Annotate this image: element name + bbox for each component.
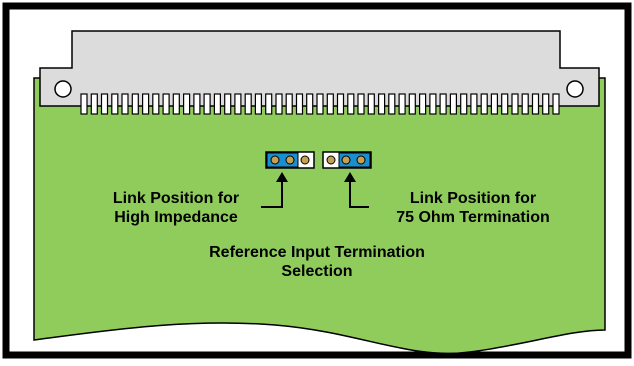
pcb-board (33, 77, 606, 355)
label-high-impedance-line2: High Impedance (114, 209, 238, 226)
connector-pins (80, 93, 560, 115)
connector-pin (501, 93, 509, 115)
connector-pin (388, 93, 396, 115)
connector-pin (460, 93, 468, 115)
mounting-hole-right (566, 80, 584, 98)
connector-pin (162, 93, 170, 115)
connector-pin (367, 93, 375, 115)
connector-pin (111, 93, 119, 115)
label-75-ohm-line2: 75 Ohm Termination (396, 209, 550, 226)
connector-pin (121, 93, 129, 115)
caption-line1: Reference Input Termination (209, 244, 425, 261)
connector-pin (542, 93, 550, 115)
connector-pin (336, 93, 345, 115)
connector-pin (142, 93, 150, 115)
connector-pin (254, 93, 262, 115)
connector-pin (100, 93, 109, 115)
diagram-caption: Reference Input Termination Selection (150, 243, 484, 281)
connector-pin (234, 93, 242, 115)
connector-pin (265, 93, 273, 115)
caption-line2: Selection (281, 263, 353, 280)
connector-pin (449, 93, 457, 115)
connector-pin (398, 93, 406, 115)
connector-pin (80, 93, 88, 115)
connector-pin (203, 93, 211, 115)
connector-pin (480, 93, 488, 115)
connector-pin (244, 93, 252, 115)
connector-pin (521, 93, 529, 115)
connector-pin (213, 93, 221, 115)
label-75-ohm-termination: Link Position for 75 Ohm Termination (365, 189, 581, 227)
connector-pin (193, 93, 201, 115)
connector-pin (357, 93, 365, 115)
connector-pin (285, 93, 293, 115)
connector-pin (490, 93, 498, 115)
connector-pin (552, 93, 560, 115)
pointer-arrow-left-icon (261, 172, 288, 208)
connector-pin (172, 93, 180, 115)
connector-pin (152, 93, 160, 115)
connector-pin (408, 93, 416, 115)
connector-pin (90, 93, 98, 115)
jumper-high-impedance (265, 151, 315, 169)
connector-pin (295, 93, 304, 115)
label-high-impedance: Link Position for High Impedance (70, 189, 282, 227)
connector-pin (183, 93, 191, 115)
connector-pin (347, 93, 355, 115)
label-75-ohm-line1: Link Position for (409, 190, 537, 207)
connector-pin (224, 93, 232, 115)
connector-pin (316, 93, 324, 115)
connector-pin (275, 93, 283, 115)
pointer-arrow-right-icon (344, 172, 369, 208)
edge-connector (39, 30, 600, 107)
connector-pin (419, 93, 427, 115)
connector-pin (511, 93, 519, 115)
connector-pin (131, 93, 139, 115)
mounting-hole-left (54, 80, 72, 98)
connector-pin (531, 93, 540, 115)
connector-pin (439, 93, 447, 115)
label-high-impedance-line1: Link Position for (112, 190, 240, 207)
connector-pin (470, 93, 478, 115)
connector-pin (326, 93, 334, 115)
jumper-75-ohm (322, 151, 372, 169)
connector-pin (306, 93, 314, 115)
connector-pin (429, 93, 437, 115)
connector-pin (378, 93, 386, 115)
